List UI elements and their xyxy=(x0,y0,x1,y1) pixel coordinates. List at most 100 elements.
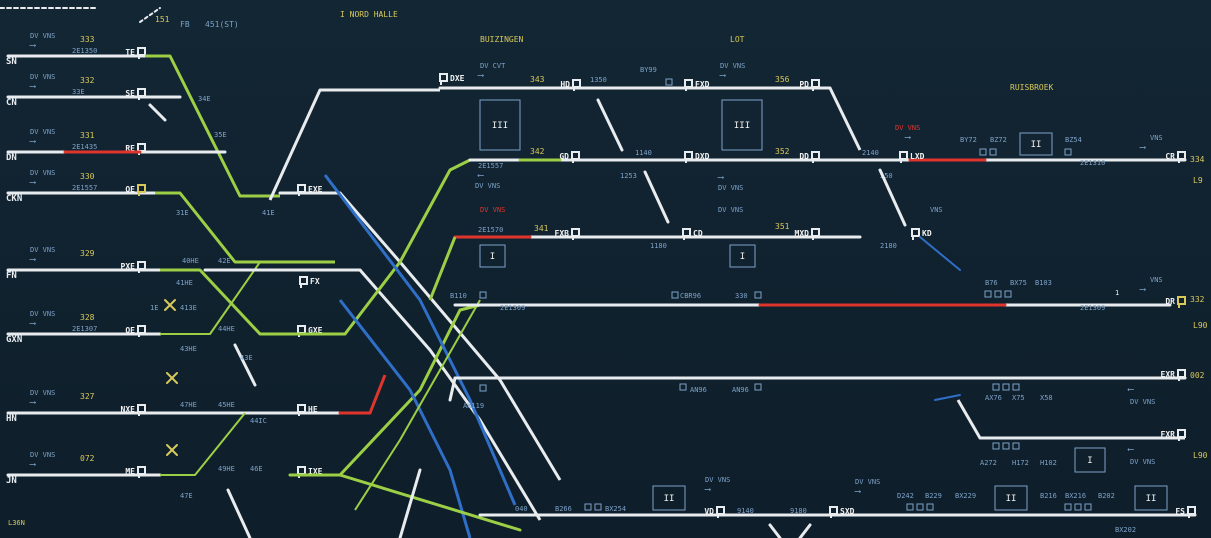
area-lot: LOT xyxy=(730,35,745,44)
row6-dots xyxy=(1002,442,1010,450)
row4-d2 xyxy=(671,291,679,299)
green-cross-3 xyxy=(354,299,481,511)
signal-head-icon xyxy=(297,184,306,193)
row2-code: 2E1310 xyxy=(1080,159,1105,167)
signal-pd[interactable] xyxy=(811,79,820,91)
switch-label-0: 34E xyxy=(198,95,211,103)
signal-nxe-label: NXE xyxy=(121,405,136,414)
row2-vns2: VNS xyxy=(1150,134,1163,142)
signal-gd-label: GD xyxy=(559,152,569,161)
row5-left xyxy=(448,376,457,402)
row5-d3 xyxy=(754,383,762,391)
signal-vd[interactable] xyxy=(716,506,725,518)
signal-se[interactable] xyxy=(137,88,146,100)
signal-me[interactable] xyxy=(137,466,146,478)
signal-hd[interactable] xyxy=(572,79,581,91)
row4-b103: B103 xyxy=(1035,279,1052,287)
white-cross-2 xyxy=(358,269,542,521)
white-diag-3 xyxy=(233,343,257,387)
row7-arrow2: ⟶ xyxy=(854,487,861,497)
switch-label-7: 42E xyxy=(218,257,231,265)
row2-342: 342 xyxy=(530,147,545,156)
diag-1350 xyxy=(596,98,624,152)
row7-b229: B229 xyxy=(925,492,942,500)
signal-mxd[interactable] xyxy=(811,228,820,240)
row4-d1 xyxy=(479,291,487,299)
row4-1: 1 xyxy=(1115,289,1119,297)
signal-cd-label: CD xyxy=(693,229,703,238)
signal-kd[interactable] xyxy=(911,228,920,240)
left-track-code-1: 33E xyxy=(72,88,85,96)
row7-tick1 xyxy=(768,523,782,538)
row1-dir: DV CVT xyxy=(480,62,506,70)
row7-bx202: BX202 xyxy=(1115,526,1136,534)
signal-head-icon xyxy=(571,228,580,237)
signal-dxe[interactable] xyxy=(439,73,448,85)
signal-head-icon xyxy=(1177,429,1186,438)
left-track-num-0: 333 xyxy=(80,35,95,44)
signal-head-icon xyxy=(571,151,580,160)
signal-fx[interactable] xyxy=(299,276,308,288)
row3-341: 341 xyxy=(534,224,549,233)
signal-lxd[interactable] xyxy=(899,151,908,163)
row7-tick2 xyxy=(798,523,812,538)
signal-te[interactable] xyxy=(137,47,146,59)
row7-d1 xyxy=(584,503,592,511)
row5-blue xyxy=(934,394,961,401)
signal-fxr[interactable] xyxy=(1177,429,1186,441)
signal-dxd[interactable] xyxy=(684,151,693,163)
signal-sxd[interactable] xyxy=(829,506,838,518)
signal-oe[interactable] xyxy=(137,325,146,337)
row4-arrow: ⟶ xyxy=(1139,285,1146,295)
signal-exr[interactable] xyxy=(1177,369,1186,381)
row3-vns2: DV VNS xyxy=(718,206,743,214)
signal-nxe[interactable] xyxy=(137,404,146,416)
signal-mxd-label: MXD xyxy=(795,229,810,238)
signal-pxe-label: PXE xyxy=(121,262,136,271)
switch-x-0b xyxy=(164,299,176,311)
signal-fxd[interactable] xyxy=(684,79,693,91)
area-buizingen: BUIZINGEN xyxy=(480,35,524,44)
box-iii-b xyxy=(721,99,763,151)
signal-fxb[interactable] xyxy=(571,228,580,240)
signal-head-icon xyxy=(899,151,908,160)
signal-gd[interactable] xyxy=(571,151,580,163)
signal-fxb-label: FXB xyxy=(555,229,570,238)
row3-kd-tail xyxy=(919,236,961,271)
row2-352: 352 xyxy=(775,147,790,156)
signal-pxe[interactable] xyxy=(137,261,146,273)
signal-head-icon xyxy=(299,276,308,285)
signal-dr[interactable] xyxy=(1177,296,1186,308)
box-ii-d-label: II xyxy=(1146,494,1157,504)
signal-re-label: RE xyxy=(125,144,135,153)
row2-bz54: BZ54 xyxy=(1065,136,1082,144)
row4-code: 2E1309 xyxy=(500,304,525,312)
row2-dots xyxy=(979,148,987,156)
signal-cr[interactable] xyxy=(1177,151,1186,163)
footer-left: L36N xyxy=(8,519,25,527)
right-code-5: L90 xyxy=(1193,451,1208,460)
left-track-num-6: 327 xyxy=(80,392,95,401)
row7-dots2 xyxy=(1064,503,1072,511)
left-track-name-3: CKN xyxy=(6,194,22,204)
left-track-num-3: 330 xyxy=(80,172,95,181)
row1-1350: 1350 xyxy=(590,76,607,84)
signal-fs[interactable] xyxy=(1187,506,1196,518)
row1-343: 343 xyxy=(530,75,545,84)
left-track-dir-5: DV VNS xyxy=(30,310,55,318)
signal-head-icon xyxy=(439,73,448,82)
row5-dir: DV VNS xyxy=(1130,398,1155,406)
box-i-c-label: I xyxy=(1087,456,1092,466)
row2-arrow3: ⟵ xyxy=(477,171,484,181)
signal-dd[interactable] xyxy=(811,151,820,163)
switch-label-13: 49HE xyxy=(218,465,235,473)
green-route-a xyxy=(145,54,280,198)
signal-qe[interactable] xyxy=(137,184,146,196)
signal-head-icon xyxy=(137,404,146,413)
left-track-num-2: 331 xyxy=(80,131,95,140)
left-track-dir-6: DV VNS xyxy=(30,389,55,397)
signal-cd[interactable] xyxy=(682,228,691,240)
row6-dots xyxy=(1012,442,1020,450)
signal-head-icon xyxy=(137,466,146,475)
row6-dots xyxy=(992,442,1000,450)
